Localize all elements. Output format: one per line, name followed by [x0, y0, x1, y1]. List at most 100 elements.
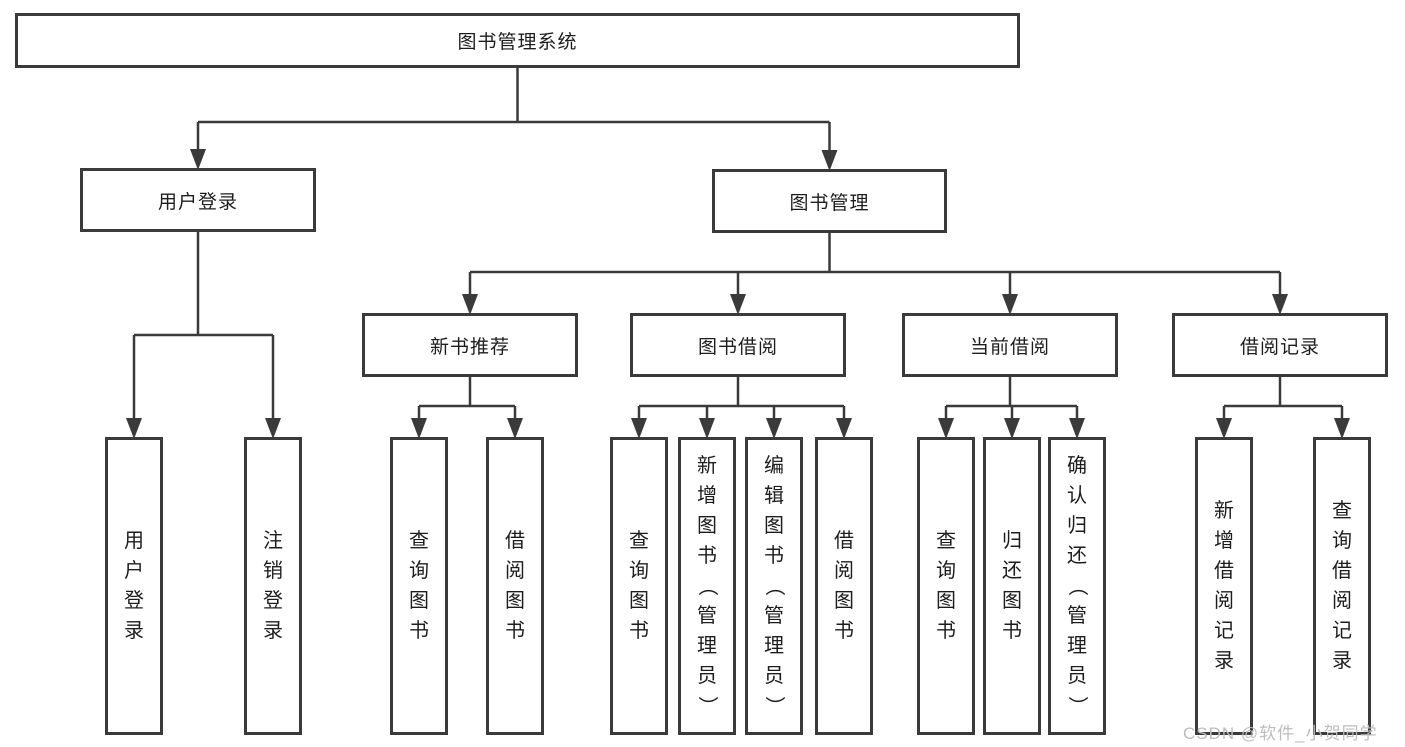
node-label-char: 录	[263, 620, 283, 642]
node-label-char: 理	[1067, 635, 1087, 657]
node-label-char: 书	[1002, 620, 1022, 642]
node-label: 图书借阅	[697, 336, 778, 358]
node-bb-add-book: 新增图书（管理员）	[678, 437, 736, 735]
node-new-book-rec: 新书推荐	[362, 313, 578, 377]
node-label-char: 书	[505, 620, 525, 642]
connector-user-login	[132, 232, 275, 420]
node-user-login: 用户登录	[80, 168, 316, 232]
node-label-char: 理	[697, 635, 717, 657]
node-label-char: （	[763, 576, 785, 596]
node-label-char: 阅	[834, 560, 854, 582]
node-label: 新书推荐	[429, 336, 510, 358]
arrowhead-cb-return-book	[1004, 418, 1020, 439]
node-label-char: 归	[1002, 530, 1022, 552]
node-label-char: 图	[936, 590, 956, 612]
node-label: 借阅记录	[1239, 336, 1320, 358]
arrowhead-book-borrow	[730, 294, 746, 315]
node-label-char: 图	[697, 515, 717, 537]
node-br-query-record: 查询借阅记录	[1313, 437, 1371, 735]
arrowhead-bb-edit-book	[766, 418, 782, 439]
arrowhead-cb-query-book	[938, 418, 954, 439]
arrowhead-bb-borrow-book	[836, 418, 852, 439]
node-label-char: 录	[124, 620, 144, 642]
node-label-char: 新	[697, 455, 717, 477]
node-cb-confirm: 确认归还（管理员）	[1048, 437, 1106, 735]
arrowhead-bb-query-book	[631, 418, 647, 439]
node-bb-edit-book: 编辑图书（管理员）	[745, 437, 803, 735]
arrowhead-leaf-user-login	[126, 418, 142, 439]
connector-root	[196, 68, 831, 152]
node-label-char: 确	[1067, 455, 1087, 477]
node-label-char: 阅	[505, 560, 525, 582]
node-book-mgmt: 图书管理	[712, 169, 947, 233]
node-label-char: 新	[1214, 500, 1234, 522]
node-label-char: 询	[409, 560, 429, 582]
node-label-char: 登	[124, 590, 144, 612]
node-label-char: 借	[505, 530, 525, 552]
arrowhead-cb-confirm	[1069, 418, 1085, 439]
node-label-char: ）	[1066, 696, 1088, 716]
connector-borrow-records	[1222, 377, 1344, 420]
node-label-char: ）	[763, 696, 785, 716]
node-cb-return-book: 归还图书	[983, 437, 1041, 735]
node-label-char: 员	[697, 665, 717, 687]
node-label-char: 借	[1214, 560, 1234, 582]
arrowhead-br-add-record	[1216, 418, 1232, 439]
node-label-char: 查	[936, 530, 956, 552]
node-label: 图书管理	[789, 192, 870, 214]
node-label-char: 录	[1332, 650, 1352, 672]
node-label-char: 用	[124, 530, 144, 552]
node-label-char: 增	[1214, 530, 1234, 552]
node-label-char: 借	[1332, 560, 1352, 582]
node-label: 图书管理系统	[457, 32, 578, 53]
node-label-char: 理	[764, 635, 784, 657]
node-label-char: 书	[409, 620, 429, 642]
arrowhead-current-borrow	[1002, 294, 1018, 315]
node-label-char: 阅	[1332, 590, 1352, 612]
connector-book-borrow	[637, 377, 846, 420]
connector-new-book-rec	[417, 377, 517, 420]
node-bb-borrow-book: 借阅图书	[815, 437, 873, 735]
node-current-borrow: 当前借阅	[902, 313, 1118, 377]
node-label-char: 书	[697, 545, 717, 567]
arrowhead-user-login	[190, 149, 206, 170]
node-label: 用户登录	[157, 191, 238, 213]
node-label-char: （	[1066, 576, 1088, 596]
arrowhead-rec-borrow-book	[507, 418, 523, 439]
node-label-char: 图	[505, 590, 525, 612]
node-label-char: 还	[1002, 560, 1022, 582]
node-book-borrow: 图书借阅	[630, 313, 846, 377]
node-label-char: 员	[1067, 665, 1087, 687]
node-label-char: 询	[936, 560, 956, 582]
node-label-char: 记	[1332, 620, 1352, 642]
node-label-char: 户	[124, 560, 144, 582]
arrowhead-leaf-logout	[265, 418, 281, 439]
node-br-add-record: 新增借阅记录	[1195, 437, 1253, 735]
node-label-char: 查	[629, 530, 649, 552]
arrowhead-bb-add-book	[699, 418, 715, 439]
node-label-char: 图	[1002, 590, 1022, 612]
node-label-char: 书	[629, 620, 649, 642]
node-label-char: 管	[1067, 605, 1087, 627]
node-label-char: 录	[1214, 650, 1234, 672]
node-label-char: 认	[1067, 485, 1087, 507]
node-label-char: 书	[936, 620, 956, 642]
watermark: CSDN @软件_小贺同学	[1183, 724, 1378, 743]
connector-book-mgmt	[468, 233, 1282, 296]
node-label-char: 增	[697, 485, 717, 507]
node-borrow-records: 借阅记录	[1172, 313, 1388, 377]
node-label-char: 登	[263, 590, 283, 612]
node-label-char: 书	[834, 620, 854, 642]
arrowhead-book-mgmt	[821, 150, 838, 171]
node-label-char: 阅	[1214, 590, 1234, 612]
node-label-char: 归	[1067, 515, 1087, 537]
node-label-char: 记	[1214, 620, 1234, 642]
arrowhead-borrow-records	[1272, 294, 1288, 315]
node-leaf-user-login: 用户登录	[105, 437, 163, 735]
connector-current-borrow	[944, 377, 1079, 420]
arrowhead-new-book-rec	[462, 294, 478, 315]
arrowhead-rec-query-book	[411, 418, 427, 439]
node-rec-borrow-book: 借阅图书	[486, 437, 544, 735]
node-label-char: 管	[764, 605, 784, 627]
